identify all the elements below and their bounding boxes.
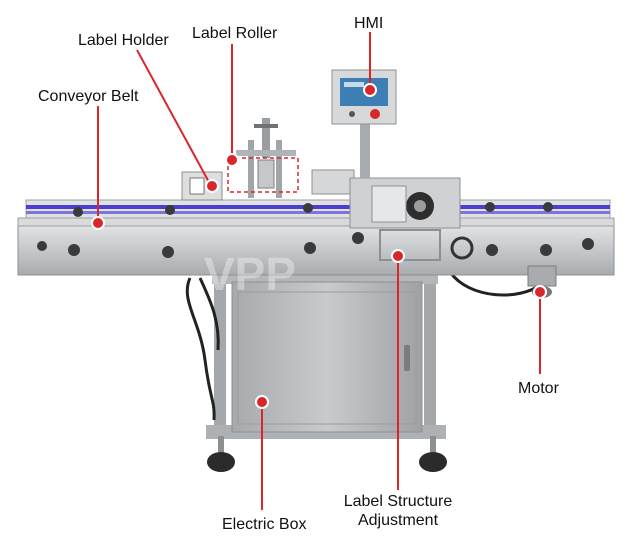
label-holder <box>181 171 223 201</box>
label-structure-line1: Label Structure <box>343 493 453 510</box>
label-roller-highlight-box <box>227 157 299 193</box>
guide-knobs <box>37 202 594 258</box>
callout-lines <box>97 32 541 510</box>
watermark-text: VPP <box>204 248 296 300</box>
label-structure-adjustment-callout: Label Structure Adjustment <box>336 492 460 530</box>
label-structure-line2: Adjustment <box>357 512 439 529</box>
conveyor-belt <box>25 199 611 219</box>
conveyor-frame <box>17 217 615 276</box>
cables <box>185 271 541 421</box>
electric-box <box>231 281 423 433</box>
label-roller-callout: Label Roller <box>192 25 278 42</box>
hmi-callout: HMI <box>354 15 384 32</box>
motor-callout: Motor <box>518 380 559 397</box>
casters <box>207 436 447 472</box>
label-head <box>311 169 474 261</box>
conveyor-belt-callout: Conveyor Belt <box>38 88 139 105</box>
electric-box-callout: Electric Box <box>222 516 307 533</box>
label-roller-assembly <box>236 118 296 198</box>
callout-dots <box>91 83 547 409</box>
label-holder-callout: Label Holder <box>78 32 169 49</box>
hmi-panel <box>331 69 397 178</box>
emergency-stop-icon <box>370 109 380 119</box>
cabinet-handle <box>404 345 410 371</box>
